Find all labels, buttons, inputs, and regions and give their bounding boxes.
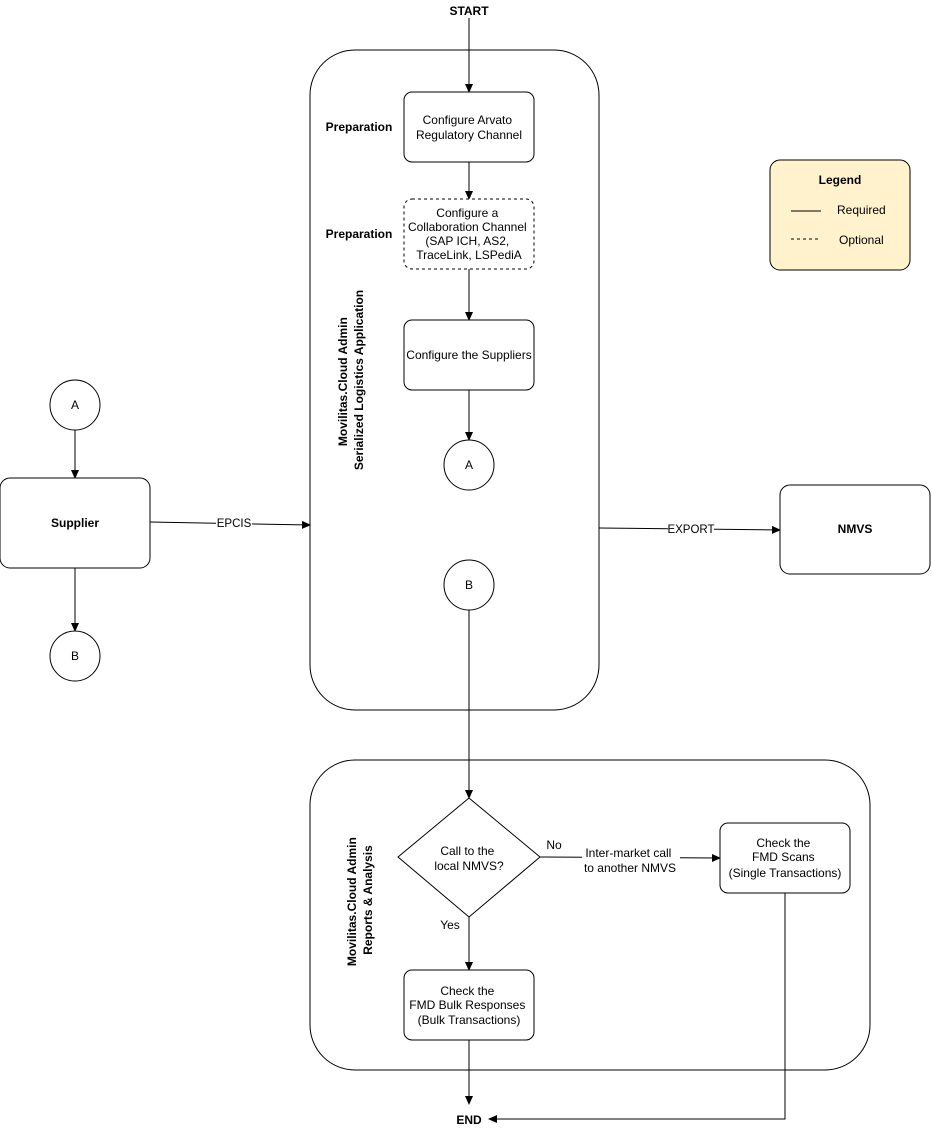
edge-scans-to-end — [488, 893, 786, 1123]
node-configure-arvato: Configure Arvato Regulatory Channel — [403, 91, 535, 163]
connector-a-inner: A — [443, 439, 495, 491]
preparation-label-2: Preparation — [326, 227, 393, 241]
legend-box — [769, 159, 911, 271]
svg-text:A: A — [71, 398, 79, 412]
edge-label-no: No — [546, 838, 562, 852]
reports-analysis-container — [309, 759, 871, 1071]
svg-text:Check the FMD Bulk Respo: Check the FMD Bulk Responses (Bulk Trans… — [409, 984, 528, 1027]
svg-text:Configure Arvato Regulat: Configure Arvato Regulatory Channel — [416, 113, 522, 142]
svg-text:Configure a Collaboratio: Configure a Collaboration Channel (SAP I… — [408, 206, 530, 262]
node-configure-suppliers: Configure the Suppliers — [403, 319, 535, 391]
serialized-logistics-title: Movilitas.Cloud Admin Serialized Logisti… — [336, 290, 366, 470]
node-configure-collaboration: Configure a Collaboration Channel (SAP I… — [403, 198, 535, 270]
svg-text:Check the FMD Scans: Check the FMD Scans (Single Transactions… — [729, 836, 842, 880]
connector-b-outer: B — [49, 630, 101, 682]
legend-required-label: Required — [837, 203, 886, 217]
svg-text:NMVS: NMVS — [838, 522, 873, 536]
node-nmvs: NMVS — [779, 484, 931, 575]
start-label: START — [449, 4, 489, 18]
connector-a-outer: A — [49, 379, 101, 431]
edge-label-inter-market: Inter-market call to another NMVS — [584, 846, 676, 875]
legend: Legend Required Optional — [769, 159, 911, 271]
edge-label-yes: Yes — [440, 918, 460, 932]
edge-label-export: EXPORT — [667, 524, 714, 536]
end-label: END — [456, 1113, 482, 1127]
decision-local-nmvs: Call to the local NMVS? — [397, 797, 541, 918]
reports-analysis-title: Movilitas.Cloud Admin Reports & Analysis — [345, 834, 375, 966]
node-fmd-bulk-responses: Check the FMD Bulk Responses (Bulk Trans… — [403, 969, 535, 1041]
edge-label-epcis: EPCIS — [217, 518, 252, 530]
node-fmd-scans: Check the FMD Scans (Single Transactions… — [719, 822, 851, 894]
svg-text:Call to the local NMVS?: Call to the local NMVS? — [434, 844, 504, 873]
svg-text:Configure the Suppliers: Configure the Suppliers — [406, 348, 531, 362]
svg-text:A: A — [465, 458, 473, 472]
connector-b-inner: B — [443, 559, 495, 611]
node-supplier: Supplier — [0, 477, 151, 569]
preparation-label-1: Preparation — [326, 120, 393, 134]
svg-text:Supplier: Supplier — [51, 516, 99, 530]
legend-optional-label: Optional — [839, 233, 884, 247]
legend-title: Legend — [819, 173, 862, 187]
svg-text:B: B — [465, 578, 473, 592]
svg-text:B: B — [71, 649, 79, 663]
